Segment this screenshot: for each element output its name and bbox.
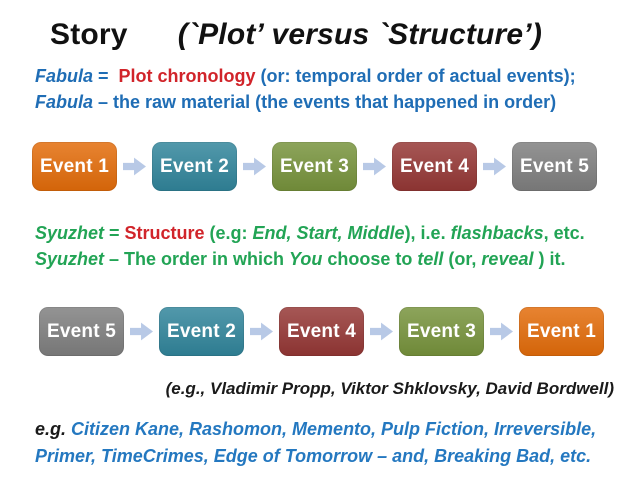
text-segment: Fabula — [35, 66, 94, 86]
syuzhet-line-1: Syuzhet = Structure (e.g: End, Start, Mi… — [35, 220, 628, 246]
syuzhet-line-2: Syuzhet – The order in which You choose … — [35, 246, 628, 272]
text-segment: = — [93, 66, 119, 86]
event-box: Event 1 — [32, 142, 117, 191]
text-segment: End, Start, Middle — [252, 223, 405, 243]
text-segment: e.g. — [35, 419, 72, 439]
event-box: Event 1 — [519, 307, 604, 356]
text-segment: Primer, TimeCrimes, Edge of Tomorrow – a… — [35, 446, 592, 466]
title-story-word: Story — [50, 18, 128, 51]
arrow-slot — [357, 156, 392, 177]
text-segment: Syuzhet — [35, 249, 105, 269]
page-title: Story (`Plot’ versus `Structure’) — [50, 18, 618, 52]
title-parenthetical: (`Plot’ versus `Structure’) — [177, 18, 543, 51]
text-segment: ) it. — [533, 249, 566, 269]
text-segment: (or: temporal order of actual events); — [260, 66, 576, 86]
theorists-attribution: (e.g., Vladimir Propp, Viktor Shklovsky,… — [165, 379, 614, 398]
text-segment: choose to — [322, 249, 418, 269]
film-examples: e.g. Citizen Kane, Rashomon, Memento, Pu… — [35, 416, 628, 470]
text-segment: ), i.e. — [404, 223, 451, 243]
text-segment: Fabula — [35, 92, 94, 112]
arrow-slot — [117, 156, 152, 177]
text-segment: , etc. — [543, 223, 585, 243]
examples-line-1: e.g. Citizen Kane, Rashomon, Memento, Pu… — [35, 416, 628, 443]
fabula-line-2: Fabula – the raw material (the events th… — [35, 89, 628, 115]
arrow-right-icon — [250, 322, 273, 341]
event-box: Event 3 — [272, 142, 357, 191]
event-box: Event 3 — [399, 307, 484, 356]
arrow-right-icon — [123, 157, 146, 176]
arrow-slot — [237, 156, 272, 177]
arrow-right-icon — [490, 322, 513, 341]
text-segment: (e.g: — [204, 223, 253, 243]
text-segment: Plot chronology — [118, 66, 261, 86]
text-segment: Structure — [124, 223, 205, 243]
text-segment: flashbacks — [450, 223, 544, 243]
fabula-line-1: Fabula = Plot chronology (or: temporal o… — [35, 63, 628, 89]
text-segment: Citizen Kane, Rashomon, Memento, Pulp Fi… — [71, 419, 597, 439]
event-box: Event 4 — [279, 307, 364, 356]
examples-line-2: Primer, TimeCrimes, Edge of Tomorrow – a… — [35, 443, 628, 470]
arrow-right-icon — [363, 157, 386, 176]
arrow-slot — [124, 321, 159, 342]
arrow-slot — [484, 321, 519, 342]
event-box: Event 5 — [39, 307, 124, 356]
arrow-slot — [244, 321, 279, 342]
text-segment: You — [289, 249, 323, 269]
event-sequence-syuzhet: Event 5 Event 2 Event 4 Event 3 Event 1 — [39, 307, 604, 356]
arrow-right-icon — [130, 322, 153, 341]
arrow-slot — [477, 156, 512, 177]
arrow-right-icon — [370, 322, 393, 341]
syuzhet-definition: Syuzhet = Structure (e.g: End, Start, Mi… — [35, 220, 628, 272]
fabula-definition: Fabula = Plot chronology (or: temporal o… — [35, 63, 628, 115]
arrow-right-icon — [483, 157, 506, 176]
text-segment: reveal — [481, 249, 534, 269]
text-segment: (or, — [443, 249, 482, 269]
event-box: Event 2 — [152, 142, 237, 191]
arrow-right-icon — [243, 157, 266, 176]
event-sequence-fabula: Event 1 Event 2 Event 3 Event 4 Event 5 — [32, 142, 597, 191]
event-box: Event 2 — [159, 307, 244, 356]
event-box: Event 4 — [392, 142, 477, 191]
text-segment: = — [104, 223, 125, 243]
text-segment: Syuzhet — [35, 223, 105, 243]
event-box: Event 5 — [512, 142, 597, 191]
text-segment: – The order in which — [104, 249, 290, 269]
text-segment: tell — [417, 249, 444, 269]
text-segment: – the raw material (the events that happ… — [93, 92, 557, 112]
arrow-slot — [364, 321, 399, 342]
